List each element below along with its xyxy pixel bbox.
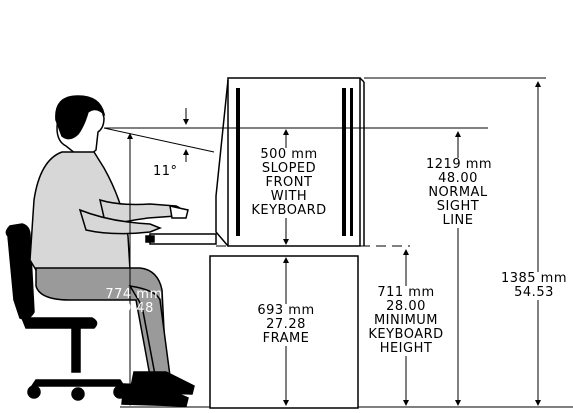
keyboard-height-line-5: HEIGHT bbox=[379, 341, 433, 356]
keyboard-height-line-3: MINIMUM bbox=[373, 313, 439, 328]
sight-line-line-1: 1219 mm bbox=[426, 157, 493, 172]
sloped-front-line-2: SLOPED bbox=[261, 161, 317, 176]
sloped-front-line-1: 500 mm bbox=[260, 147, 318, 162]
sloped-front-label: 500 mm SLOPED FRONT WITH KEYBOARD bbox=[240, 148, 338, 218]
sloped-front-line-5: KEYBOARD bbox=[251, 203, 327, 218]
office-chair bbox=[5, 223, 127, 401]
keyboard-height-line-4: KEYBOARD bbox=[368, 327, 444, 342]
sight-line-line-2: 48.00 bbox=[438, 171, 478, 186]
overall-height-line-1: 1385 mm bbox=[500, 271, 568, 286]
sloped-front-line-4: WITH bbox=[270, 189, 308, 204]
seat-height-line-1: 774 mm bbox=[105, 287, 163, 302]
seated-operator bbox=[29, 95, 195, 407]
frame-line-1: 693 mm bbox=[257, 303, 315, 318]
angle-label: 11° bbox=[153, 164, 178, 179]
seat-height-line-2: 30.48 bbox=[114, 301, 154, 316]
frame-label: 693 mm 27.28 FRAME bbox=[244, 304, 328, 346]
seat-height-label: 774 mm 30.48 bbox=[98, 288, 170, 316]
keyboard-tray bbox=[145, 233, 217, 245]
console-rack-rails bbox=[236, 88, 353, 236]
sloped-front-line-3: FRONT bbox=[265, 175, 313, 190]
frame-line-3: FRAME bbox=[262, 331, 310, 346]
sloped-sight-line bbox=[103, 127, 215, 153]
keyboard-height-label: 711 mm 28.00 MINIMUM KEYBOARD HEIGHT bbox=[368, 286, 444, 356]
overall-height-line-2: 54.53 bbox=[514, 285, 554, 300]
sight-line-line-4: SIGHT bbox=[436, 199, 480, 214]
overall-height-label: 1385 mm 54.53 bbox=[498, 272, 570, 300]
keyboard-height-line-2: 28.00 bbox=[386, 299, 426, 314]
sight-line-line-3: NORMAL bbox=[428, 185, 488, 200]
keyboard-height-line-1: 711 mm bbox=[377, 285, 435, 300]
sight-line-label: 1219 mm 48.00 NORMAL SIGHT LINE bbox=[426, 157, 493, 228]
sight-line-line-5: LINE bbox=[442, 213, 474, 228]
frame-line-2: 27.28 bbox=[266, 317, 306, 332]
